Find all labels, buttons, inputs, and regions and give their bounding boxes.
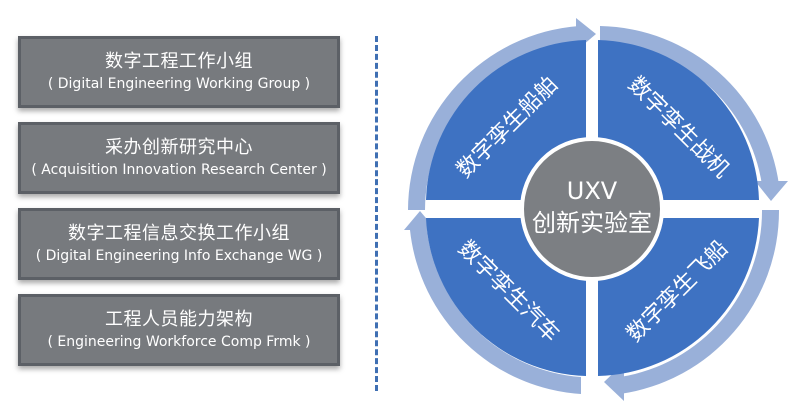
- quadrant-bottom-left: [426, 218, 586, 376]
- org-box-title-zh: 采办创新研究中心: [105, 137, 253, 158]
- arrow-head-right-down: [755, 181, 788, 201]
- org-box-title-en: ( Engineering Workforce Comp Frmk ): [47, 334, 311, 350]
- org-box-title-en: ( Acquisition Innovation Research Center…: [31, 162, 327, 178]
- org-box-title-zh: 数字工程信息交换工作小组: [68, 223, 290, 244]
- org-box-title-en: ( Digital Engineering Working Group ): [47, 76, 311, 92]
- left-column: 数字工程工作小组 ( Digital Engineering Working G…: [18, 36, 340, 380]
- org-box-acquisition-innovation: 采办创新研究中心 ( Acquisition Innovation Resear…: [18, 122, 340, 194]
- center-subtitle: 创新实验室: [532, 209, 652, 237]
- org-box-title-zh: 工程人员能力架构: [105, 309, 253, 330]
- org-box-title-en: ( Digital Engineering Info Exchange WG ): [35, 248, 323, 264]
- ring-segment-bottom-right: [620, 210, 780, 394]
- org-box-title-zh: 数字工程工作小组: [105, 51, 253, 72]
- dashed-divider: [375, 36, 378, 391]
- center-title: UXV: [567, 177, 618, 205]
- org-box-info-exchange-wg: 数字工程信息交换工作小组 ( Digital Engineering Info …: [18, 208, 340, 280]
- org-box-digital-engineering-wg: 数字工程工作小组 ( Digital Engineering Working G…: [18, 36, 340, 108]
- quadrant-bottom-right: [598, 218, 759, 376]
- ring-segment-bottom-left: [410, 230, 581, 394]
- center-circle: [520, 137, 664, 281]
- org-box-workforce-framework: 工程人员能力架构 ( Engineering Workforce Comp Fr…: [18, 294, 340, 366]
